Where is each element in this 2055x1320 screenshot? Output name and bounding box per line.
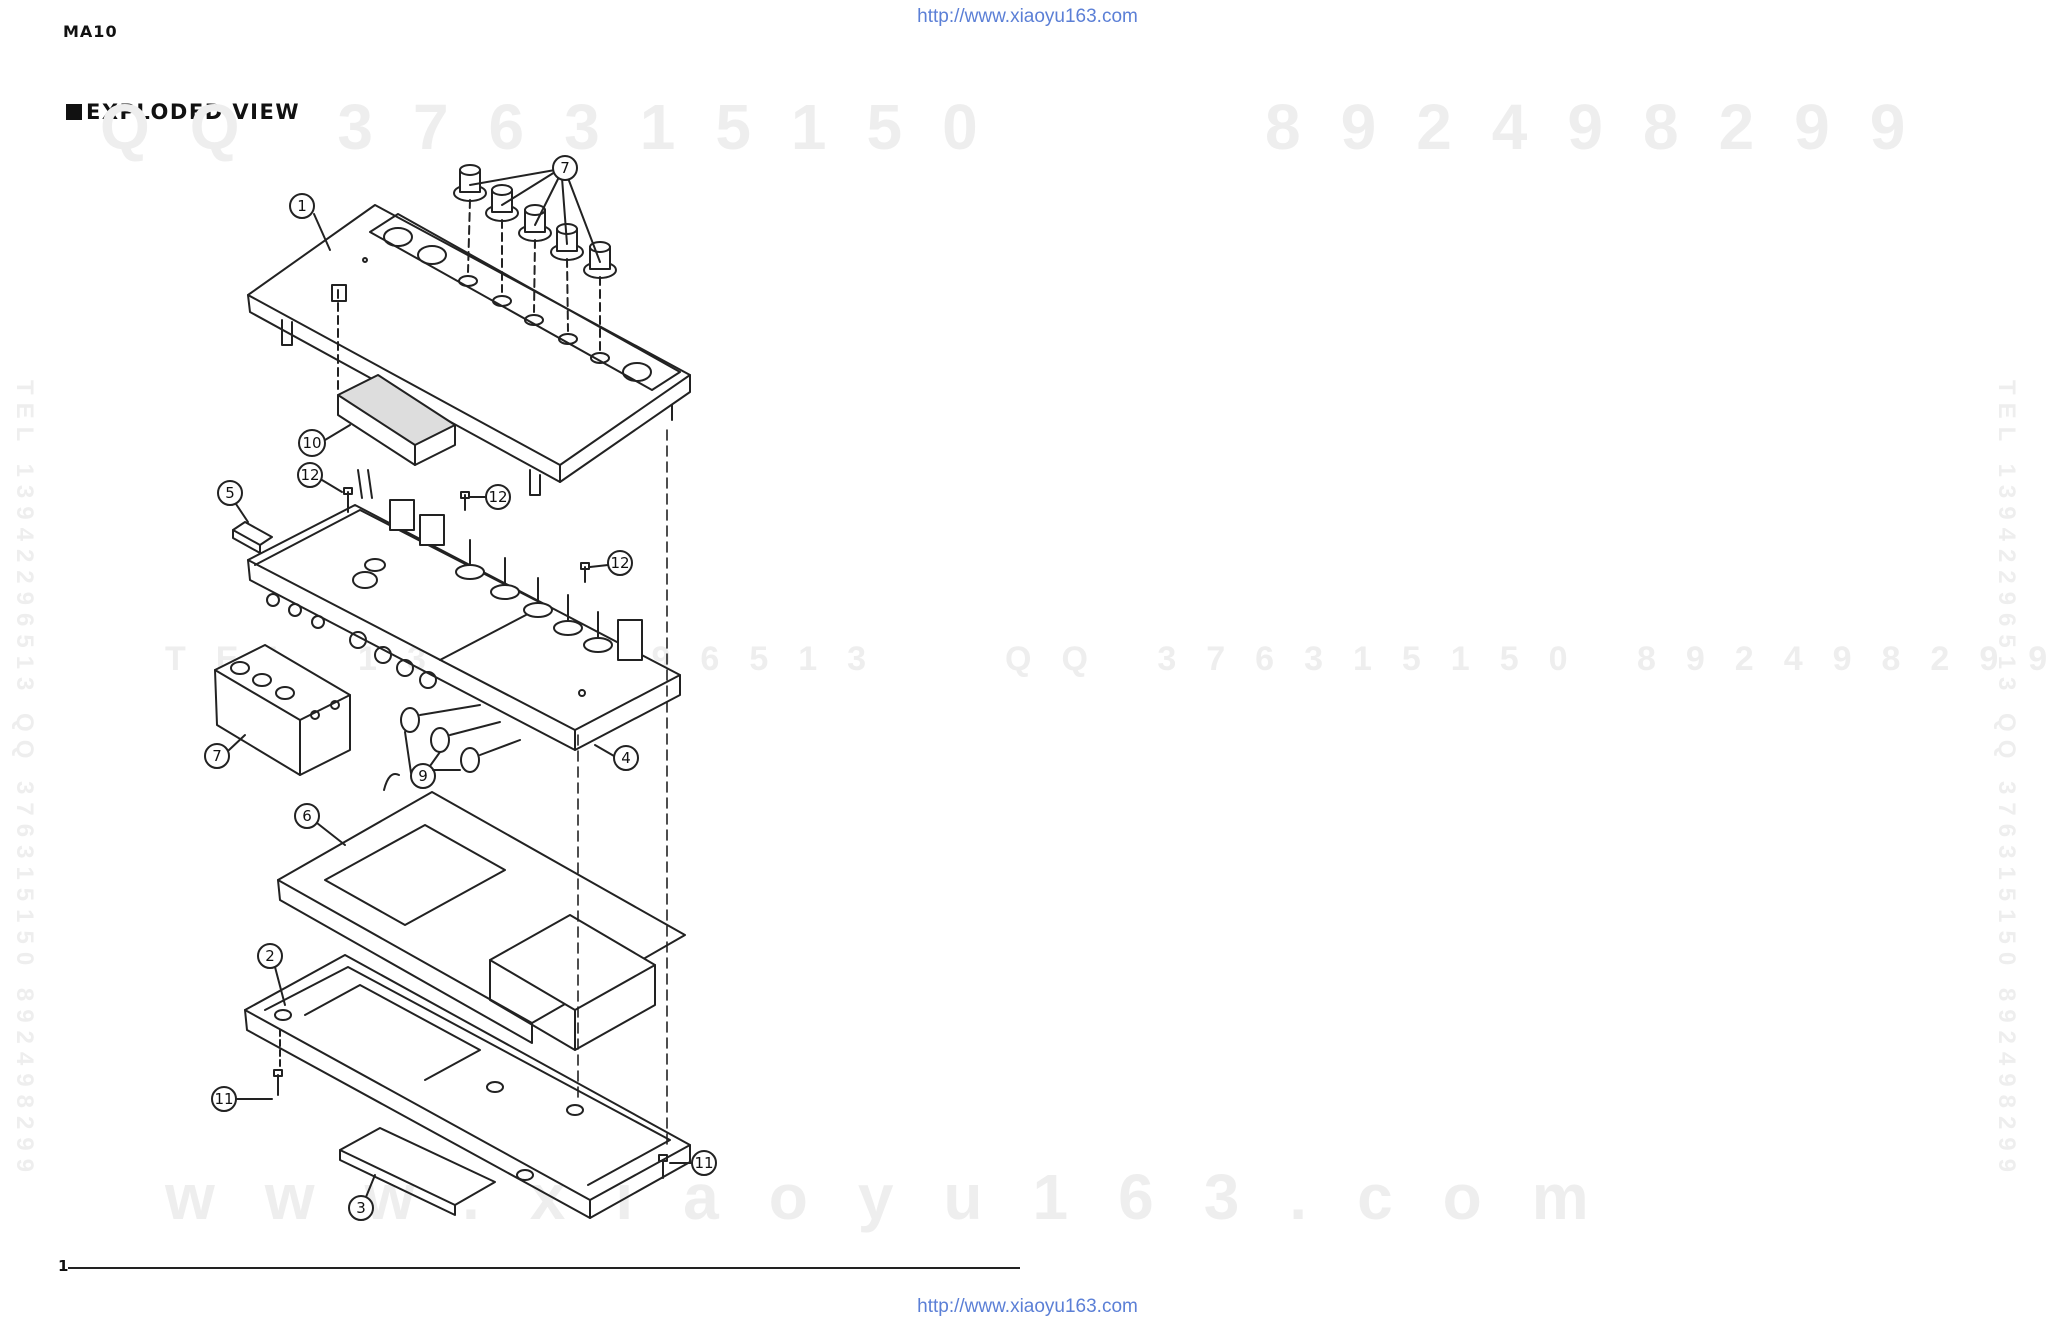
callout-7-label: 7 [212,747,222,765]
callout-3: 3 [348,1174,376,1221]
bottom-case [244,954,691,1219]
assembly-lines [577,429,668,1151]
callout-11b: 11 [669,1150,717,1176]
callout-11b-label: 11 [694,1154,713,1172]
knobs [453,164,617,351]
callout-12a-label: 12 [300,466,319,484]
section-title-text: EXPLODED VIEW [86,100,301,124]
callout-9: 9 [404,731,461,789]
callout-3-label: 3 [356,1199,366,1217]
callout-6-label: 6 [302,807,312,825]
footer-rule [68,1267,1020,1269]
top-cover [247,204,691,496]
source-url-bottom[interactable]: http://www.xiaoyu163.com [917,1296,1138,1317]
callout-2-label: 2 [265,947,275,965]
jack-nuts [400,704,521,773]
screws-12 [343,469,590,583]
callout-10-label: 10 [302,434,321,452]
watermark-qq: QQ 376315150 [100,91,1018,163]
callout-11a: 11 [211,1086,273,1112]
callout-6: 6 [294,803,346,846]
callout-9-label: 9 [418,767,428,785]
screws-11 [273,1029,668,1179]
callout-2: 2 [257,943,286,1006]
section-title: EXPLODED VIEW [66,100,300,124]
watermark-phone: 892498299 [1265,91,1946,163]
callout-1-label: 1 [297,197,307,215]
callout-5: 5 [217,480,249,523]
title-bullet-icon [66,104,82,120]
callout-5-label: 5 [225,484,235,502]
watermark-qq-mid: QQ 376315150 892498299 [1005,640,2055,678]
foam-pad [337,289,456,466]
callout-12c-label: 12 [610,554,629,572]
source-url-top[interactable]: http://www.xiaoyu163.com [917,6,1138,27]
model-name: MA10 [63,22,118,41]
callout-11a-label: 11 [214,1090,233,1108]
callout-4-label: 4 [621,749,631,767]
callout-8-label: 7 [560,159,570,177]
main-pcb [247,499,681,751]
page-number: 1 [58,1257,69,1275]
callout-7: 7 [204,734,246,769]
callout-12a: 12 [297,462,343,493]
callout-12b-label: 12 [488,488,507,506]
callout-10: 10 [298,424,351,457]
callout-12c: 12 [589,550,633,576]
callout-8: 7 [552,155,578,181]
bracket-5 [232,521,273,554]
bottom-plate [339,1127,496,1216]
shield-plate [277,773,686,1051]
callout-1: 1 [289,193,331,251]
battery-holder [214,644,351,776]
callout-12b: 12 [469,484,511,510]
callout-4: 4 [594,744,639,771]
